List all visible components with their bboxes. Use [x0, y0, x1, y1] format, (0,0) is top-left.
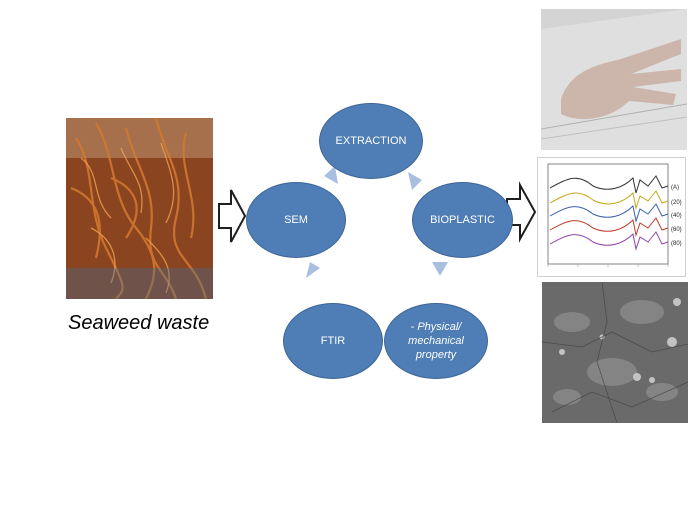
cycle-arrows	[306, 166, 448, 278]
ftir-spectra-image: (A) (20) (40) (60) (80)	[537, 157, 686, 277]
hand-film-illustration	[541, 9, 687, 150]
ftir-spectra-plot: (A) (20) (40) (60) (80)	[547, 163, 682, 267]
spectra-label-60: (60)	[671, 227, 682, 233]
node-extraction: EXTRACTION	[319, 103, 423, 179]
sem-texture	[542, 282, 688, 423]
spectra-label-a: (A)	[671, 185, 679, 191]
arrow-sem-to-extraction	[324, 166, 338, 184]
node-bioplastic: BIOPLASTIC	[412, 182, 513, 258]
spectra-label-40: (40)	[671, 213, 682, 219]
right-outline-arrow-left	[218, 189, 247, 243]
arrow-ftir-to-sem	[306, 262, 320, 278]
node-sem: SEM	[246, 182, 346, 258]
seaweed-illustration	[66, 118, 213, 299]
node-physical-mechanical-property: - Physical/ mechanical property	[384, 303, 488, 379]
bioplastic-film-photo	[541, 9, 687, 150]
seaweed-waste-photo	[66, 118, 213, 299]
node-ftir: FTIR	[283, 303, 383, 379]
sem-micrograph-image	[542, 282, 688, 423]
spectra-label-80: (80)	[671, 241, 682, 247]
spectra-label-20: (20)	[671, 200, 682, 206]
arrow-bioplastic-to-physical	[432, 262, 448, 276]
seaweed-waste-caption: Seaweed waste	[68, 312, 210, 334]
arrow-extraction-to-bioplastic	[408, 172, 422, 190]
